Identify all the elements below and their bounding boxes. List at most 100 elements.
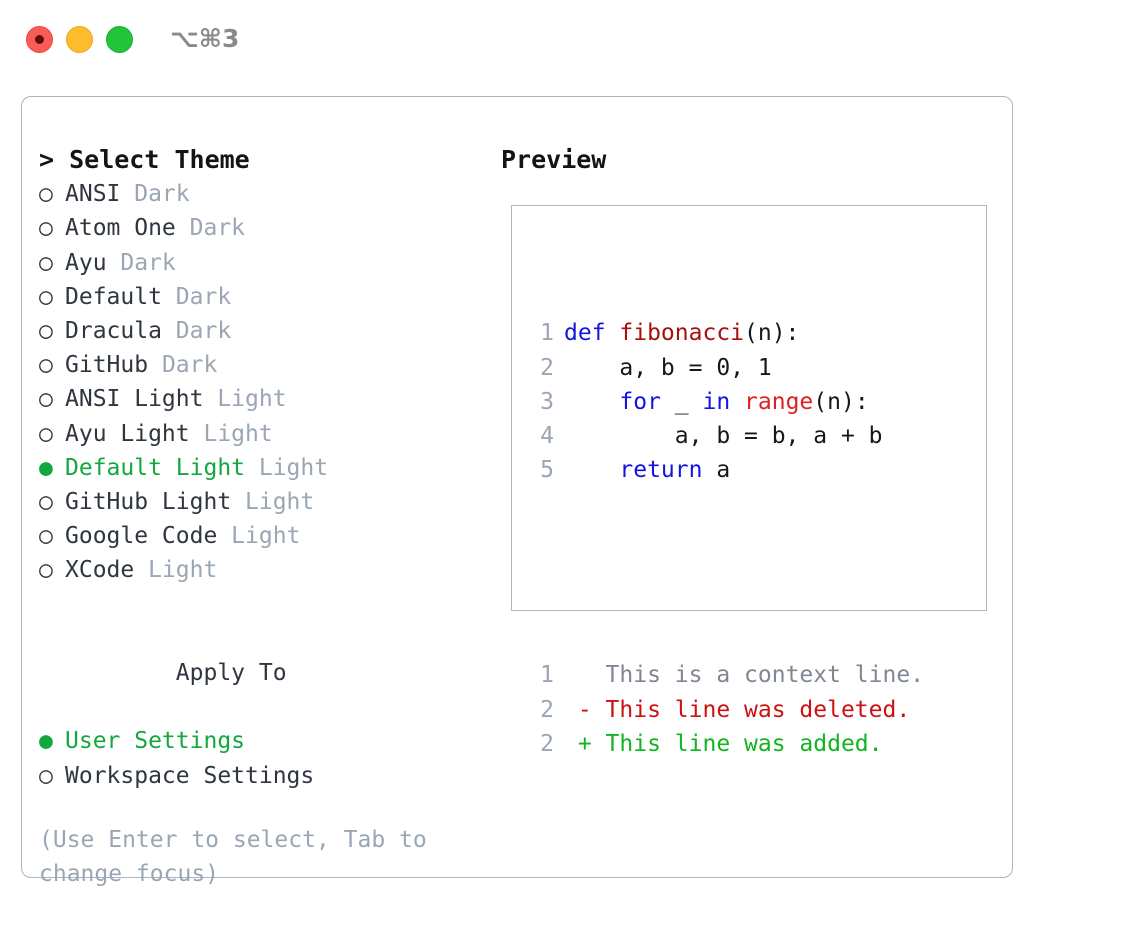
code-token-kw: return [619,457,703,484]
code-line: 3 for _ in range(n): [524,385,924,419]
code-line-number: 1 [540,320,554,347]
diff-marker: - [564,696,592,723]
radio-unselected-icon: ○ [39,283,53,310]
diff-text: This line was added. [591,730,883,757]
theme-option-ayu[interactable]: ○ Ayu Dark [39,246,499,280]
traffic-light-minimize-icon[interactable] [66,26,93,53]
traffic-light-close-icon[interactable] [26,26,53,53]
theme-list-column: > Select Theme ○ANSI Dark○Atom One Dark○… [39,143,499,891]
theme-option-dracula[interactable]: ○ Dracula Dark [39,314,499,348]
preview-heading: Preview [501,145,607,174]
theme-option-badge: Dark [148,352,218,379]
theme-option-label: ANSI Light [65,386,204,413]
diff-line-ctx: 1 This is a context line. [524,658,924,692]
diff-line-del: 2 - This line was deleted. [524,693,924,727]
select-theme-heading: > Select Theme [39,145,250,174]
theme-option-label: Ayu Light [65,420,190,447]
theme-option-default-light[interactable]: ●Default Light Light [39,451,499,485]
radio-unselected-icon: ○ [39,557,53,584]
code-line: 4 a, b = b, a + b [524,419,924,453]
code-token-txt: a [702,457,731,484]
diff-text: This is a context line. [591,662,925,689]
theme-option-badge: Dark [175,215,246,242]
diff-line-number: 2 [540,730,554,757]
apply-to-list: ●User Settings○Workspace Settings [39,724,499,792]
radio-unselected-icon: ○ [39,762,53,789]
theme-option-label: Ayu [65,249,107,276]
theme-option-github[interactable]: ○ GitHub Dark [39,348,499,382]
theme-option-google-code[interactable]: ○ Google Code Light [39,519,499,553]
code-token-txt: a, b = 0, 1 [564,354,772,381]
theme-option-badge: Light [189,420,273,447]
window-titlebar: ⌥⌘3 [0,0,1140,80]
radio-unselected-icon: ○ [39,386,53,413]
theme-option-badge: Dark [161,318,232,345]
theme-option-badge: Dark [106,249,176,276]
theme-option-label: Google Code [65,523,218,550]
diff-marker [564,662,592,688]
theme-option-default[interactable]: ○Default Dark [39,280,499,314]
apply-to-heading-row: ○Apply To [39,622,499,725]
code-line: 5 return a [524,453,924,487]
radio-unselected-icon: ○ [39,489,53,516]
radio-unselected-icon: ○ [39,352,53,379]
code-token-txt: (n): [744,320,800,347]
code-token-call: range [744,388,814,415]
theme-option-label: XCode [65,557,135,584]
code-token-kw: in [702,388,731,415]
theme-option-github-light[interactable]: ○ GitHub Light Light [39,485,499,519]
theme-option-ansi[interactable]: ○ ANSI Dark [39,177,499,211]
code-token-kw: def [564,320,620,347]
theme-option-badge: Light [231,489,315,516]
theme-option-label: GitHub Light [65,489,232,516]
apply-to-option-workspace-settings[interactable]: ○Workspace Settings [39,759,499,793]
diff-text: This line was deleted. [591,696,911,723]
theme-option-label: ANSI [65,181,121,208]
theme-option-badge: Dark [161,283,232,310]
code-token-txt: a, b = b, a + b [564,423,883,450]
keyboard-shortcut-label: ⌥⌘3 [170,24,240,53]
theme-option-label: Dracula [65,318,162,345]
code-line: 1 def fibonacci(n): [524,316,924,350]
code-token-txt [564,389,619,415]
keyboard-hint-text: (Use Enter to select, Tab to change focu… [39,826,427,888]
preview-column: Preview [501,143,991,177]
code-line-number: 2 [540,354,554,381]
code-token-txt: (n): [813,388,869,415]
code-line-number: 4 [540,423,554,450]
theme-option-atom-one[interactable]: ○ Atom One Dark [39,211,499,245]
code-diff-separator [524,556,924,590]
theme-option-ayu-light[interactable]: ○ Ayu Light Light [39,417,499,451]
code-line-number: 3 [540,388,554,415]
radio-unselected-icon: ○ [39,420,53,447]
code-token-kw: for [619,388,661,415]
radio-unselected-icon: ○ [39,181,53,208]
theme-option-badge: Light [217,523,301,550]
diff-block: 1 This is a context line.2 - This line w… [524,658,924,761]
theme-option-badge: Light [203,386,287,413]
diff-line-number: 2 [540,696,554,723]
code-token-fn: fibonacci [619,320,745,347]
theme-option-xcode[interactable]: ○XCode Light [39,553,499,587]
apply-to-heading-indent: ○ [150,656,176,690]
code-token-txt [564,457,619,483]
theme-option-label: Atom One [65,215,176,242]
radio-unselected-icon: ○ [39,523,53,550]
theme-option-ansi-light[interactable]: ○ ANSI Light Light [39,382,499,416]
close-icon-dot [35,35,44,44]
radio-unselected-icon: ○ [39,318,53,345]
code-line-number: 5 [540,457,554,484]
radio-selected-icon: ● [39,454,53,481]
theme-option-label: GitHub [65,352,149,379]
code-token-txt: _ [660,388,703,415]
traffic-light-maximize-icon[interactable] [106,26,133,53]
apply-to-option-user-settings[interactable]: ●User Settings [39,724,499,758]
theme-option-badge: Dark [120,181,190,208]
code-token-txt [730,389,744,415]
radio-unselected-icon: ○ [39,249,53,276]
theme-option-label: Default Light [65,454,246,481]
radio-unselected-icon: ○ [39,215,53,242]
